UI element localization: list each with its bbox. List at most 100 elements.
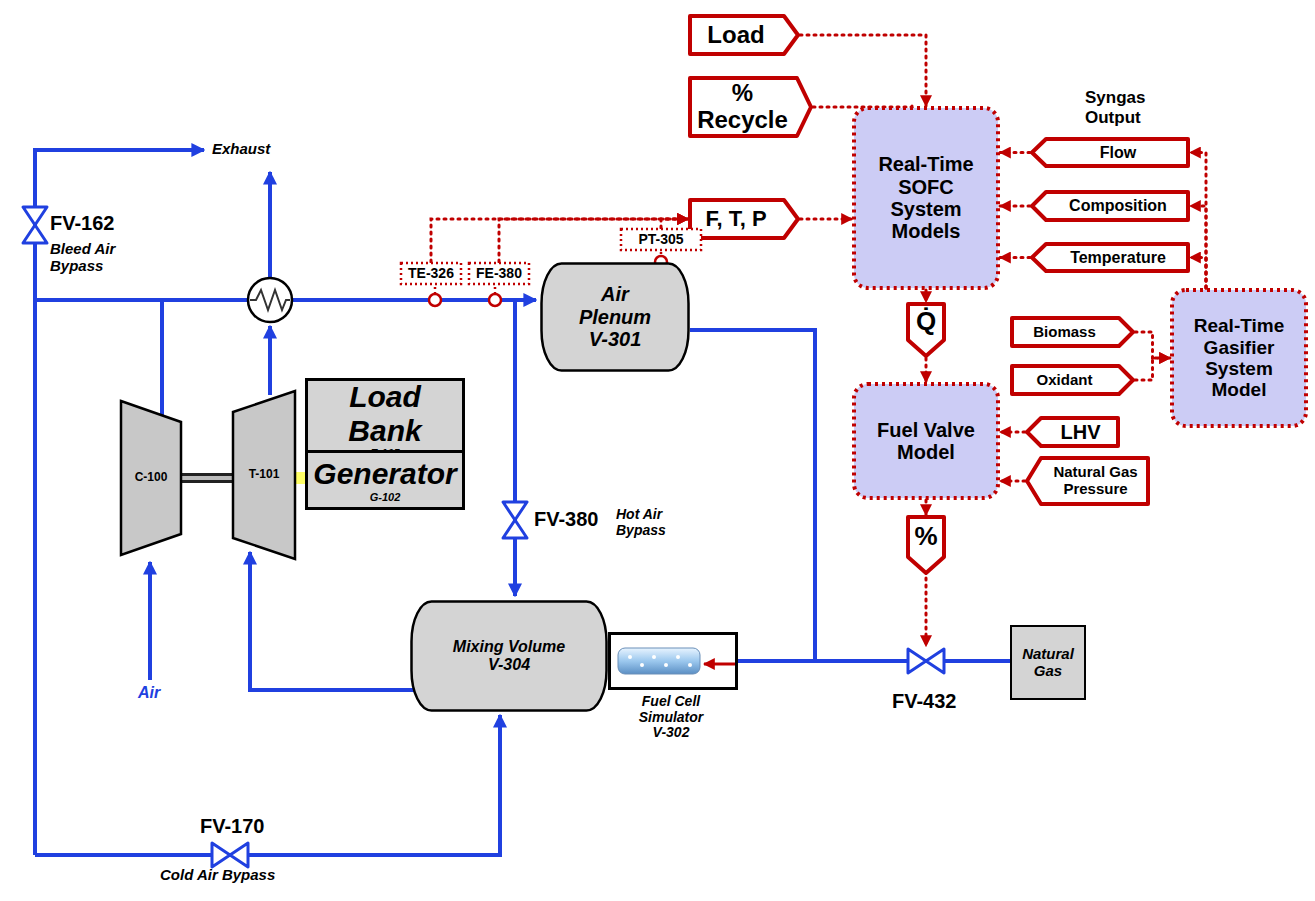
sensor-leader [434,287,437,293]
signal-tag: Natural Gas Pressure [1025,456,1150,506]
signal-line [1135,358,1170,380]
combustor-can [618,648,700,674]
connector-path [181,473,233,483]
node-label: Oxidant [1018,372,1111,389]
vessel: Air PlenumV-301 [540,262,690,372]
connector-path [925,500,928,515]
signal-line [1000,257,1030,258]
signal-tag: % Recycle [688,76,813,138]
connector-path [690,330,815,661]
tag-outline [908,517,944,573]
signal-line [926,290,927,302]
sensor-leader [660,252,663,255]
shaft-core [181,476,233,480]
connector-path [1000,256,1030,259]
signal-line [1000,206,1030,207]
instrument-tag: PT-305 [620,228,702,251]
model-outline [854,384,998,498]
signal-tag: Composition [1030,190,1190,222]
air-hole [664,663,668,667]
box-outline [307,380,464,461]
signal-tag: LHV [1025,416,1120,448]
air-inlet-pipe [148,562,152,680]
connector-path [738,659,1010,663]
stream-label: Exhaust [212,140,270,157]
node-label: Real-Time Gasifier System Model [1180,315,1298,400]
signal-line [800,219,852,220]
node-label: Natural Gas [1016,646,1080,680]
cold-bypass-pipe [35,715,500,855]
tag-outline [1032,244,1188,271]
valve-note: Cold Air Bypass [160,866,275,883]
signal-line [926,358,927,382]
node-label: Fuel Valve Model [862,419,990,464]
connector-path [1135,332,1170,358]
signal-group-label: Syngas Output [1085,88,1157,127]
valve-symbol [23,207,47,243]
tag-number: V-301 [566,328,664,350]
signal-tag: Biomass [1010,316,1135,348]
signal-line [925,578,928,646]
node-label: FE-380 [472,266,526,282]
node-label: Flow [1054,144,1182,162]
pipes [35,150,536,855]
model-box: Real-Time SOFC System Models [852,106,1000,290]
signal-line [1000,481,1025,482]
instrument-tag: TE-326 [400,262,462,285]
tag-outline [1027,418,1118,446]
connector-path [1190,153,1206,289]
air-hole [688,663,692,667]
connector-path [1135,358,1170,380]
valve-symbol [212,843,248,867]
valve-tag: FV-432 [892,690,956,713]
signal-tag: % [906,515,946,575]
model-outline [854,108,998,288]
signal-tag: Oxidant [1010,364,1135,396]
valve-symbol [503,502,527,538]
valve-note: Hot Air Bypass [616,506,696,538]
signal-line [926,500,927,515]
tag-outline [908,304,944,356]
box-outline [307,452,464,509]
connector-path [800,35,926,106]
supply-box: Natural Gas [1010,625,1086,700]
connector-path [1000,151,1030,154]
bleed-branch-pipe [35,298,162,302]
bleed-air-pipe [35,150,204,855]
box-outline [1011,626,1085,699]
process-pipe [250,552,414,690]
node-label: Q̇ [910,307,942,336]
signal-line [1190,153,1206,289]
heat-exchanger-coil [250,290,290,310]
vessel-outline [412,602,607,711]
node-label: C-100 [122,471,180,484]
stream-label: Air [138,684,160,702]
tag-outline [1032,139,1188,166]
connector-path [661,219,688,228]
node-label: PT-305 [624,232,698,248]
valve-symbol [908,649,944,673]
vessel: Mixing VolumeV-304 [410,600,608,712]
fuel-cell-simulator: Fuel Cell SimulatorV-302 [608,632,738,690]
model-box: Real-Time Gasifier System Model [1170,288,1308,428]
equipment-box: GeneratorG-102 [305,450,465,510]
instrument-outline [401,263,461,284]
node-label: Natural Gas Pressure [1049,464,1142,498]
valve-tag: FV-380 [534,508,598,531]
valve-tag: FV-162 [50,212,114,235]
air-hole [640,663,644,667]
turbine-exhaust-pipe [268,326,272,395]
node-label: T-101 [234,468,294,481]
node-label: Real-Time SOFC System Models [862,153,990,243]
signal-line [800,35,926,106]
turbine-outline [233,391,295,559]
node-label: Mixing Volume [436,638,582,656]
connector-path [250,552,414,690]
signal-line [1190,258,1206,289]
compressor-outline [121,401,181,555]
node-label: TE-326 [404,266,458,282]
tag-outline [1012,318,1133,346]
connector-path [800,218,852,221]
signal-tag: Temperature [1030,242,1190,273]
